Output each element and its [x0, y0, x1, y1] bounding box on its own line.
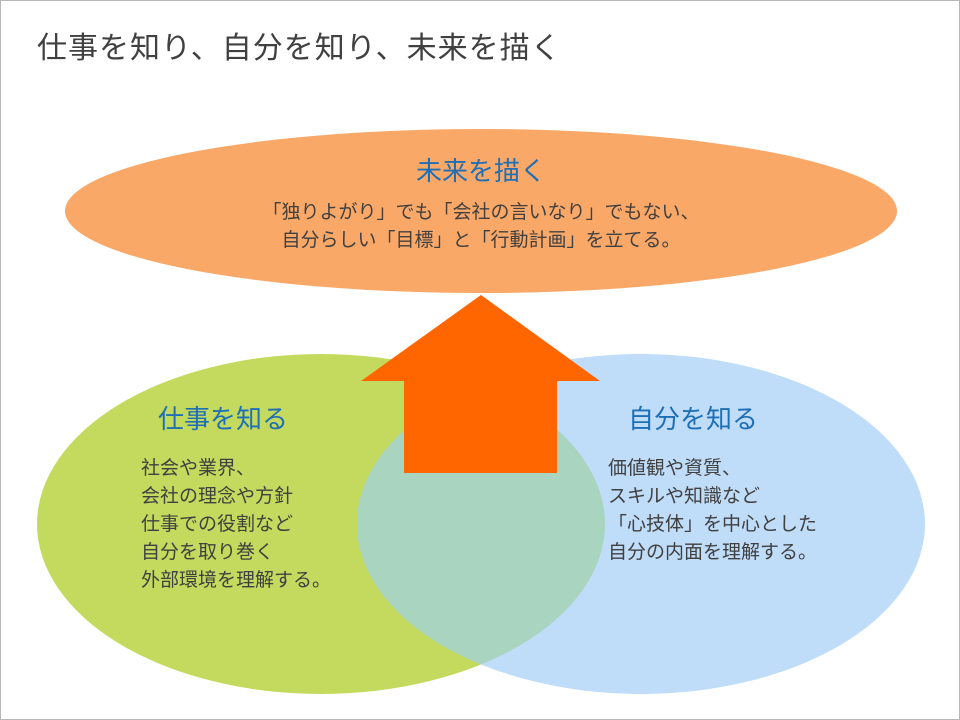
top-ellipse [65, 129, 897, 293]
self-line: 自分の内面を理解する。 [608, 541, 818, 563]
future-description: 「独りよがり」でも「会社の言いなり」でもない、 自分らしい「目標」と「行動計画」… [1, 198, 960, 254]
self-line: 「心技体」を中心とした [608, 513, 818, 535]
work-line: 仕事での役割など [141, 513, 294, 535]
future-line: 「独りよがり」でも「会社の言いなり」でもない、 [262, 201, 700, 223]
self-line: 価値観や資質、 [608, 457, 742, 479]
work-line: 自分を取り巻く [141, 541, 275, 563]
work-line: 外部環境を理解する。 [141, 569, 332, 591]
work-line: 会社の理念や方針 [141, 485, 294, 507]
future-heading: 未来を描く [415, 157, 546, 187]
work-heading: 仕事を知る [158, 405, 289, 435]
work-line: 社会や業界、 [141, 457, 256, 479]
self-description: 価値観や資質、 スキルや知識など 「心技体」を中心とした 自分の内面を理解する。 [608, 454, 817, 566]
page-title: 仕事を知り、自分を知り、未来を描く [37, 31, 562, 66]
self-heading: 自分を知る [628, 405, 759, 435]
future-line: 自分らしい「目標」と「行動計画」を立てる。 [281, 229, 681, 251]
up-arrow-icon [361, 295, 600, 473]
self-line: スキルや知識など [608, 485, 761, 507]
work-description: 社会や業界、 会社の理念や方針 仕事での役割など 自分を取り巻く 外部環境を理解… [141, 454, 331, 594]
